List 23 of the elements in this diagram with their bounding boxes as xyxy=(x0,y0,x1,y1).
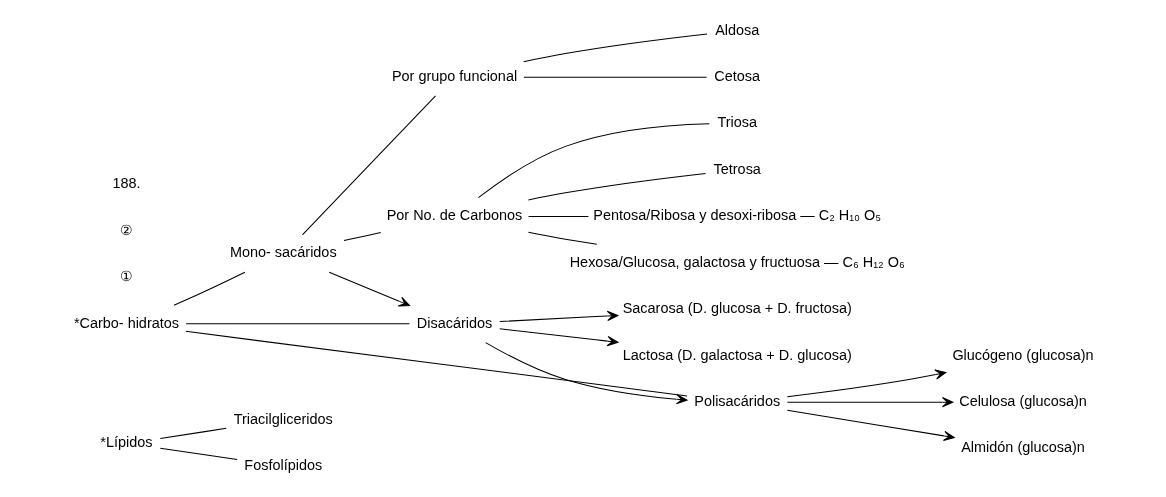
node-text: Hexosa/Glucosa, galactosa y fructuosa — C₆ H₁₂ O₆ xyxy=(569,253,905,270)
node-text: Disacáridos xyxy=(416,314,492,331)
node-text: Tetrosa xyxy=(713,160,761,177)
node-text: Por grupo funcional xyxy=(391,68,517,85)
node-text: Lactosa (D. galactosa + D. glucosa) xyxy=(622,346,852,363)
node-text: Cetosa xyxy=(713,68,760,85)
node-text: Celulosa (glucosa)n xyxy=(958,393,1087,410)
node-text: Fosfolípidos xyxy=(243,457,322,474)
label: ① xyxy=(119,268,133,285)
node-text: Polisacáridos xyxy=(693,393,780,410)
node-text: Aldosa xyxy=(714,21,759,38)
node-text: Triosa xyxy=(716,114,757,131)
label: 188. xyxy=(111,175,141,192)
node-text: *Carbo- hidratos xyxy=(73,314,179,331)
node-text: Por No. de Carbonos xyxy=(386,207,522,224)
node-text: *Lípidos xyxy=(99,434,153,451)
node-text: Sacarosa (D. glucosa + D. fructosa) xyxy=(622,300,852,317)
node-text: Pentosa/Ribosa y desoxi-ribosa — C₂ H₁₀ O₅ xyxy=(592,207,881,224)
node-text: Mono- sacáridos xyxy=(229,244,337,261)
node-text: Triacilgliceridos xyxy=(233,410,333,427)
label: ② xyxy=(119,221,133,238)
node-text: Almidón (glucosa)n xyxy=(960,439,1085,456)
node-text: Glucógeno (glucosa)n xyxy=(951,346,1094,363)
